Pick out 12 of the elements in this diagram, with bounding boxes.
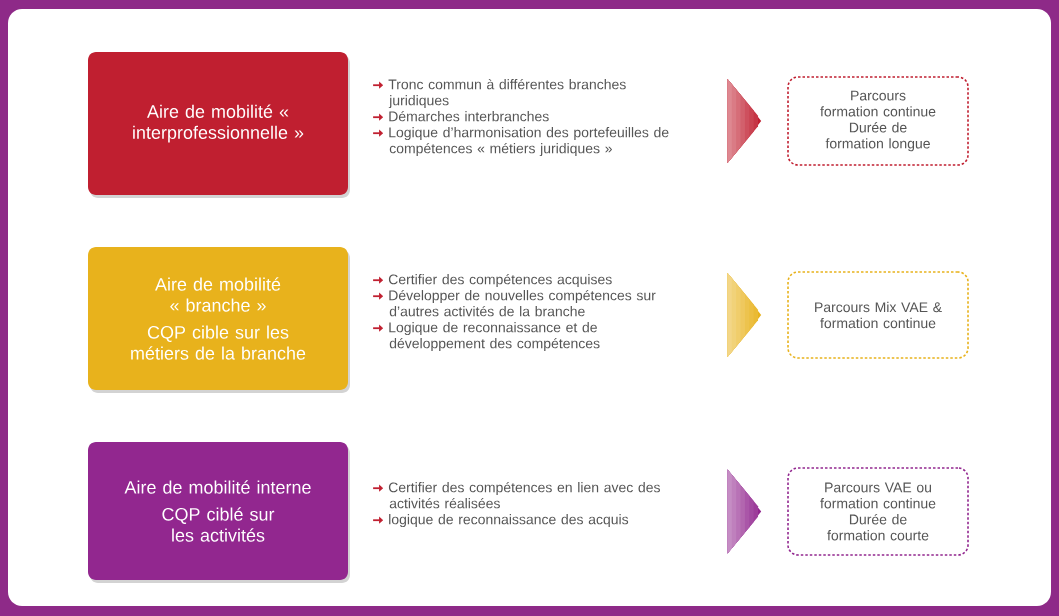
chevron-arrow (727, 469, 762, 554)
node-text: Certifier des compétences acquises Développer de nouvelles compétences sur d’autres activités de la branche Logique de reconnaissance et de développement des compétences (388, 273, 656, 352)
area-box: Aire de mobilité « interprofessionnelle » (88, 52, 350, 198)
result-box: Parcours formation continue Durée de formation longue (787, 76, 969, 166)
result-box: Parcours Mix VAE & formation continue (787, 271, 969, 359)
chevron-arrow (727, 79, 762, 163)
chevron-arrow (727, 273, 762, 357)
area-box: Aire de mobilité interne CQP ciblé sur les activités (88, 442, 350, 583)
node-text: Tronc commun à différentes branches juridiques Démarches interbranches Logique d’harmonisation des portefeuilles de compétences « métiers juridiques » (388, 78, 669, 157)
area-box: Aire de mobilité « branche » CQP cible sur les métiers de la branche (88, 247, 350, 393)
result-box: Parcours VAE ou formation continue Durée de formation courte (787, 467, 969, 556)
node-text: Certifier des compétences en lien avec des activités réalisées logique de reconnaissance des acquis (388, 481, 660, 528)
